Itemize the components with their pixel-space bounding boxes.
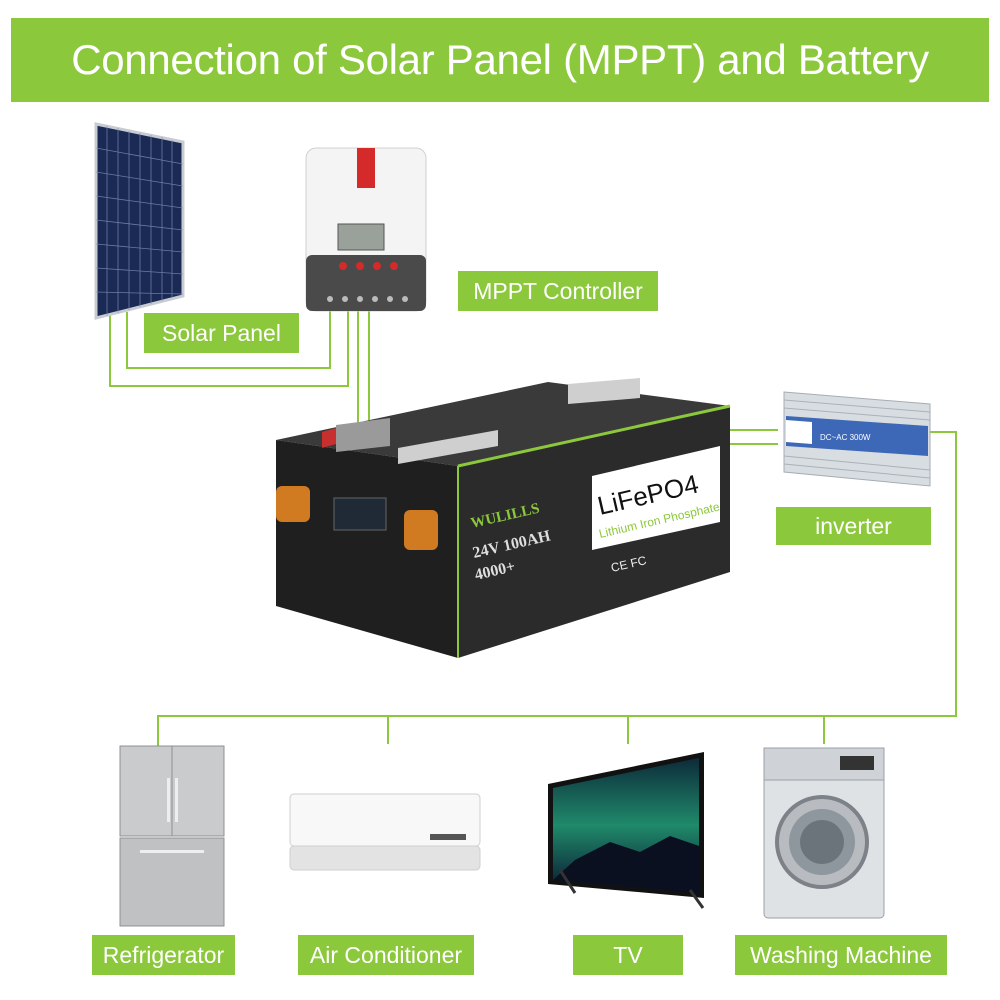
- solar-panel-label: Solar Panel: [144, 313, 299, 353]
- inverter-image: [783, 391, 931, 487]
- air-conditioner-label: Air Conditioner: [298, 935, 474, 975]
- refrigerator-image: [119, 745, 225, 927]
- washing-machine-label: Washing Machine: [735, 935, 947, 975]
- mppt-controller-image: [305, 147, 427, 312]
- mppt-controller-label: MPPT Controller: [458, 271, 658, 311]
- tv-label: TV: [573, 935, 683, 975]
- tv-image: [548, 752, 705, 909]
- inverter-rating: DC~AC 300W: [820, 433, 871, 442]
- panel-to-controller-line-outer: [109, 300, 349, 387]
- washing-machine-image: [763, 747, 885, 919]
- inverter-label: inverter: [776, 507, 931, 545]
- air-conditioner-image: [289, 793, 481, 871]
- page-title: Connection of Solar Panel (MPPT) and Bat…: [11, 18, 989, 102]
- panel-to-controller-line-inner: [126, 300, 331, 369]
- battery-image: [276, 378, 731, 658]
- inverter-to-loads-line: [157, 431, 957, 746]
- solar-panel-image: [94, 122, 185, 320]
- refrigerator-label: Refrigerator: [92, 935, 235, 975]
